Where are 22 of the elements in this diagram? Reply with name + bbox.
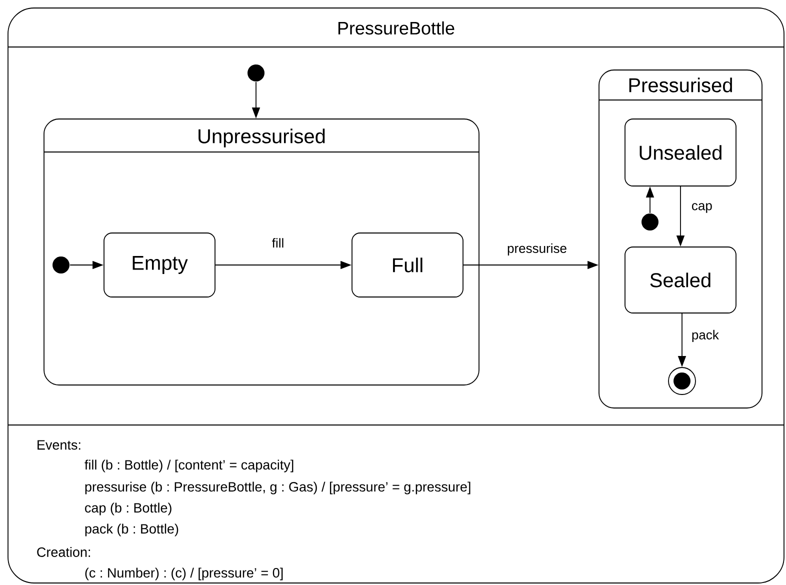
event-text: Creation: xyxy=(37,547,90,557)
final-state-circle xyxy=(668,367,696,395)
state-name: Unpressurised xyxy=(198,128,325,148)
event-text: pressurise (b : PressureBottle, g : Gas) / [pressure’ = g.pressure] xyxy=(85,482,470,494)
state-box: Full xyxy=(352,232,464,298)
event-text: cap (b : Bottle) xyxy=(85,502,172,516)
state-box: Empty xyxy=(104,232,216,298)
event-text: (c : Number) : (c) / [pressure’ = 0] xyxy=(85,568,283,580)
edge-label: fill xyxy=(270,237,286,249)
event-text: fill (b : Bottle) / [content’ = capacity] xyxy=(84,460,294,472)
event-text: Events: xyxy=(38,440,80,450)
edge-label: cap xyxy=(690,202,714,214)
initial-state-dot xyxy=(52,256,70,274)
state-name: Pressurised xyxy=(629,78,732,92)
initial-state-dot xyxy=(642,214,658,230)
edge-label: pressurise xyxy=(506,242,568,257)
state-box: Unsealed xyxy=(624,118,736,186)
state-name: PressureBottle xyxy=(338,21,454,35)
state-box: Sealed xyxy=(624,246,736,314)
edge-label: pack xyxy=(690,328,720,344)
event-text: pack (b : Bottle) xyxy=(85,524,178,536)
initial-state-dot xyxy=(248,64,264,82)
